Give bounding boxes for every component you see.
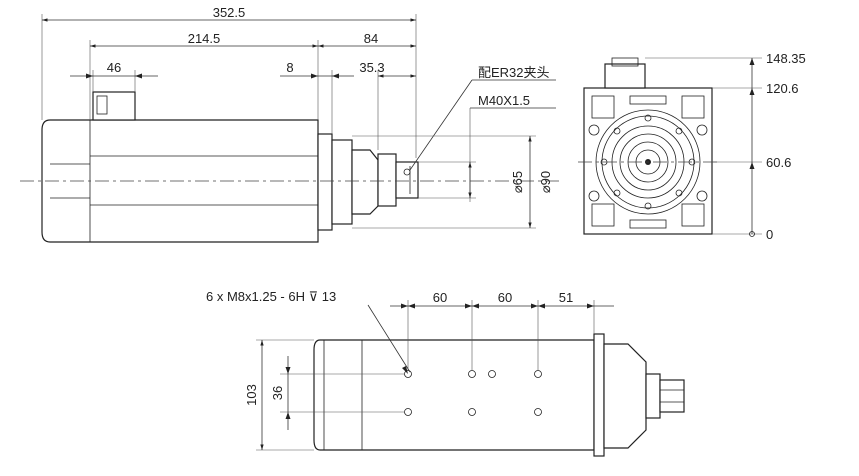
dim-36-label: 36 bbox=[270, 386, 285, 400]
height-148-label: 148.35 bbox=[766, 51, 806, 66]
dim-overall-label: 352.5 bbox=[213, 5, 246, 20]
dim-connector-label: 46 bbox=[107, 60, 121, 75]
spacing-51: 51 bbox=[559, 290, 573, 305]
thread-hole-1 bbox=[404, 370, 412, 378]
collet-note: 配ER32夹头 bbox=[478, 65, 550, 80]
pocket-br bbox=[681, 203, 705, 227]
dim-36-arrow-bottom bbox=[285, 412, 291, 419]
pocket-bl bbox=[591, 203, 615, 227]
bolt-hole-n bbox=[644, 114, 652, 122]
bolt-hole-ne bbox=[675, 127, 683, 135]
spacing-arrow-2 bbox=[408, 303, 415, 309]
collet-nut bbox=[395, 161, 419, 199]
side-view: 352.5 214.5 84 46 8 35.3 配ER32夹头 M40X1.5 bbox=[20, 5, 560, 243]
front-housing bbox=[331, 139, 353, 225]
thread-hole-7 bbox=[534, 408, 542, 416]
dim-gap-arrow-right bbox=[332, 73, 339, 79]
front-connector-cap bbox=[611, 57, 639, 67]
thread-note: M40X1.5 bbox=[478, 93, 530, 108]
bottom-nut bbox=[659, 379, 685, 413]
bottom-slot bbox=[629, 219, 667, 229]
dim-dia65-label: ⌀65 bbox=[510, 171, 525, 193]
mount-hole-bl bbox=[588, 190, 600, 202]
height-120-label: 120.6 bbox=[766, 81, 799, 96]
dim-dia90-label: ⌀90 bbox=[538, 171, 553, 193]
height-0-label: 0 bbox=[766, 227, 773, 242]
dim-36-arrow-top bbox=[285, 367, 291, 374]
nut-hole bbox=[403, 168, 411, 176]
front-flange bbox=[317, 133, 333, 231]
bolt-hole-s bbox=[644, 202, 652, 210]
bolt-hole-nw bbox=[613, 127, 621, 135]
ring-4 bbox=[619, 133, 677, 191]
bottom-nose bbox=[603, 343, 647, 449]
dim-nose-label: 35.3 bbox=[359, 60, 384, 75]
spindle-ring bbox=[377, 153, 397, 207]
height-arrow-120 bbox=[749, 88, 755, 95]
bottom-ring bbox=[645, 373, 661, 419]
hole-note: 6 x M8x1.25 - 6H ⊽ 13 bbox=[206, 289, 336, 304]
bottom-flange bbox=[593, 333, 605, 457]
thread-hole-2 bbox=[468, 370, 476, 378]
spindle-nose bbox=[351, 149, 379, 215]
hole-leader bbox=[367, 304, 411, 373]
cable-connector bbox=[92, 91, 136, 121]
pocket-tr bbox=[681, 95, 705, 119]
front-connector bbox=[604, 63, 646, 89]
ring-2 bbox=[601, 115, 695, 209]
bolt-hole-se bbox=[675, 189, 683, 197]
spacing-arrow-6 bbox=[538, 303, 545, 309]
thread-hole-3 bbox=[488, 370, 496, 378]
leader-collet bbox=[409, 79, 473, 171]
spacing-arrow-3 bbox=[465, 303, 472, 309]
height-arrow-148 bbox=[749, 58, 755, 65]
top-slot bbox=[629, 95, 667, 105]
spacing-arrow-7 bbox=[587, 303, 594, 309]
thread-hole-5 bbox=[404, 408, 412, 416]
front-view: 148.35 120.6 60.6 0 bbox=[578, 51, 806, 242]
dim-connector-arrow-right bbox=[135, 73, 142, 79]
dim-connector-arrow-left bbox=[86, 73, 93, 79]
height-60-label: 60.6 bbox=[766, 155, 791, 170]
height-origin bbox=[749, 231, 755, 237]
spacing-arrow-1 bbox=[401, 303, 408, 309]
spacing-60-a: 60 bbox=[433, 290, 447, 305]
height-arrow-60 bbox=[749, 162, 755, 169]
spacing-arrow-5 bbox=[531, 303, 538, 309]
bottom-body bbox=[313, 339, 595, 451]
hole-leader-arrow bbox=[402, 366, 408, 374]
connector-latch bbox=[96, 95, 108, 115]
dim-103-label: 103 bbox=[244, 384, 259, 406]
thread-hole-4 bbox=[534, 370, 542, 378]
bolt-hole-sw bbox=[613, 189, 621, 197]
dim-gap-arrow-left bbox=[311, 73, 318, 79]
spacing-arrow-4 bbox=[472, 303, 479, 309]
mount-hole-br bbox=[696, 190, 708, 202]
dim-front-label: 84 bbox=[364, 31, 378, 46]
thread-hole-6 bbox=[468, 408, 476, 416]
bottom-view: 6 x M8x1.25 - 6H ⊽ 13 60 60 51 103 36 bbox=[206, 289, 685, 457]
spacing-60-b: 60 bbox=[498, 290, 512, 305]
mount-hole-tl bbox=[588, 124, 600, 136]
mount-hole-tr bbox=[696, 124, 708, 136]
dim-body-label: 214.5 bbox=[188, 31, 221, 46]
pocket-tl bbox=[591, 95, 615, 119]
dim-gap-label: 8 bbox=[286, 60, 293, 75]
